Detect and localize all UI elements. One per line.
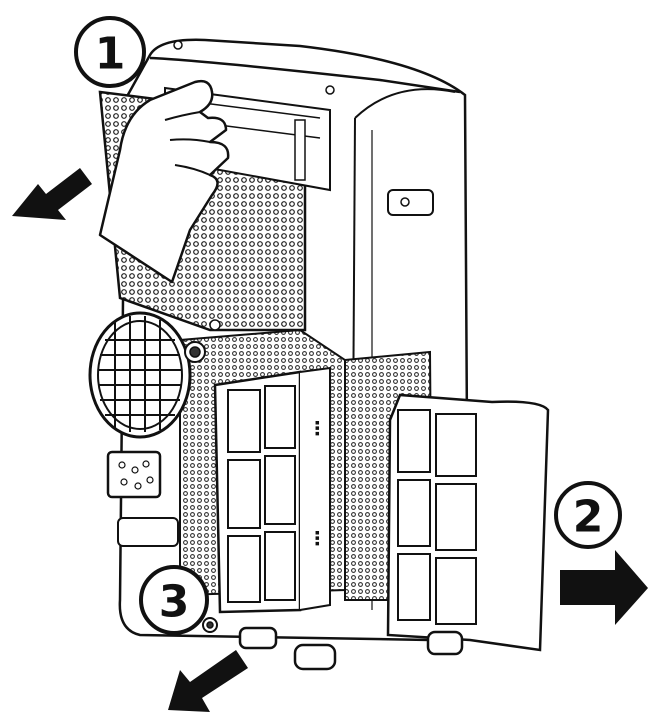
right-lower-filter bbox=[386, 393, 550, 652]
step-2-marker: 2 bbox=[554, 481, 622, 549]
round-vent bbox=[88, 311, 206, 439]
wheels bbox=[238, 626, 464, 671]
left-lower-filter: ▪▪▪ ▪▪▪ bbox=[213, 366, 331, 614]
control-panel bbox=[106, 450, 179, 547]
step-3-marker: 3 bbox=[139, 565, 209, 635]
arrow-step-3-icon bbox=[168, 650, 248, 712]
step-1-label: 1 bbox=[95, 29, 126, 80]
step-3-label: 3 bbox=[159, 577, 190, 628]
arrow-step-2-icon bbox=[560, 550, 648, 625]
hand-icon bbox=[98, 79, 230, 284]
svg-text:▪▪▪: ▪▪▪ bbox=[312, 530, 322, 546]
drain-plug bbox=[202, 617, 218, 633]
svg-text:▪▪▪: ▪▪▪ bbox=[312, 420, 322, 436]
step-1-marker: 1 bbox=[74, 16, 146, 88]
arrow-step-1-icon bbox=[12, 168, 92, 220]
step-2-label: 2 bbox=[573, 492, 604, 543]
